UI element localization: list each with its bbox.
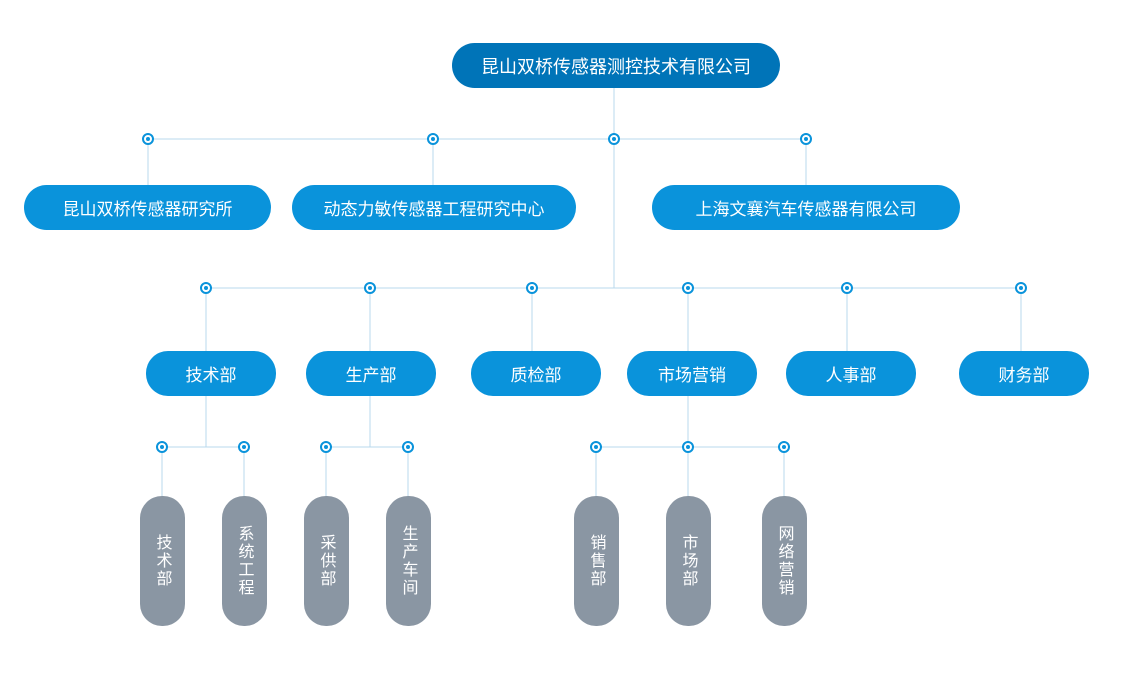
connector-dot — [142, 133, 154, 145]
sub-system-engineering: 系统工程 — [222, 496, 267, 626]
connector-dot — [156, 441, 168, 453]
sub-online-marketing: 网络营销 — [762, 496, 807, 626]
connector-dot — [682, 441, 694, 453]
connector-dot — [682, 282, 694, 294]
dept-hr: 人事部 — [786, 351, 916, 396]
connector-dot — [364, 282, 376, 294]
sub-procurement: 采供部 — [304, 496, 349, 626]
dept-production: 生产部 — [306, 351, 436, 396]
connector-dot — [402, 441, 414, 453]
node-shanghai-company: 上海文襄汽车传感器有限公司 — [652, 185, 960, 230]
connector-dot — [800, 133, 812, 145]
node-engineering-center: 动态力敏传感器工程研究中心 — [292, 185, 576, 230]
sub-sales: 销售部 — [574, 496, 619, 626]
connector-dot — [526, 282, 538, 294]
dept-finance: 财务部 — [959, 351, 1089, 396]
sub-market: 市场部 — [666, 496, 711, 626]
sub-tech-dept: 技术部 — [140, 496, 185, 626]
connector-dot — [590, 441, 602, 453]
connector-dot — [320, 441, 332, 453]
sub-production-workshop: 生产车间 — [386, 496, 431, 626]
dept-marketing: 市场营销 — [627, 351, 757, 396]
connector-dot — [778, 441, 790, 453]
connector-dot — [427, 133, 439, 145]
node-research-institute: 昆山双桥传感器研究所 — [24, 185, 271, 230]
dept-technology: 技术部 — [146, 351, 276, 396]
connector-dot — [608, 133, 620, 145]
connector-dot — [200, 282, 212, 294]
connector-dot — [238, 441, 250, 453]
dept-quality: 质检部 — [471, 351, 601, 396]
connector-dot — [841, 282, 853, 294]
connector-dot — [1015, 282, 1027, 294]
root-node: 昆山双桥传感器测控技术有限公司 — [452, 43, 780, 88]
